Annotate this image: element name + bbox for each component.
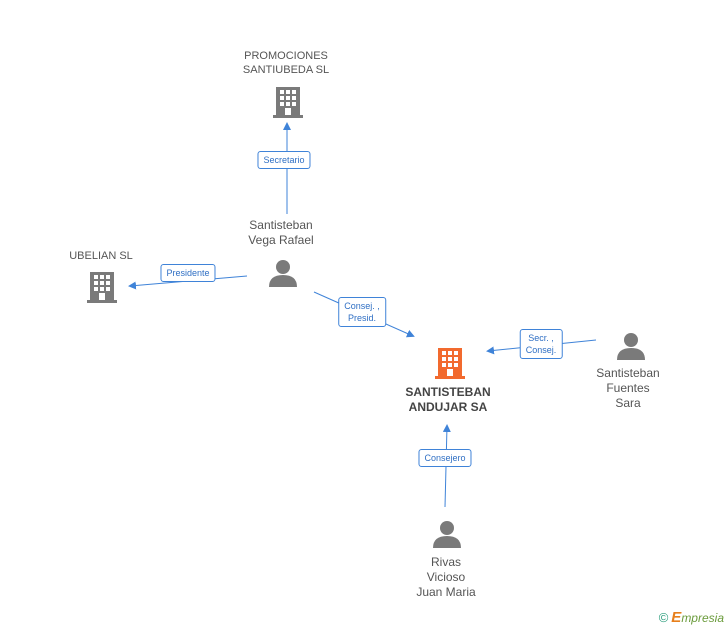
node-label-line: Juan Maria bbox=[416, 585, 476, 599]
brand-logo: Empresia bbox=[671, 609, 724, 626]
node-label-line: SANTISTEBAN bbox=[405, 385, 491, 399]
node-label-line: Vicioso bbox=[426, 570, 466, 584]
edge-label-line: Consej. bbox=[525, 345, 557, 355]
node-label-line: Fuentes bbox=[606, 381, 650, 395]
node-label-line: PROMOCIONES bbox=[244, 50, 328, 62]
brand-name: mpresia bbox=[681, 611, 724, 625]
brand-initial: E bbox=[671, 609, 682, 626]
edge-label-consejero[interactable]: Consejero bbox=[418, 449, 472, 467]
node-label-line: ANDUJAR SA bbox=[408, 400, 488, 414]
building-icon bbox=[87, 272, 117, 303]
edge-label-line: Consej. , bbox=[344, 301, 380, 311]
edge-label-secretario[interactable]: Secretario bbox=[257, 151, 311, 169]
node-label-line: Sara bbox=[615, 396, 641, 410]
node-label-line: Vega Rafael bbox=[248, 233, 314, 247]
node-label-line: Santisteban bbox=[249, 218, 313, 232]
building-icon bbox=[273, 85, 303, 118]
node-label-ubelian[interactable]: UBELIAN SL bbox=[69, 249, 133, 263]
edge-label-line: Secr. , bbox=[528, 333, 554, 343]
node-label-line: Santisteban bbox=[596, 366, 660, 380]
node-label-vega-rafael[interactable]: Santisteban Vega Rafael bbox=[248, 218, 313, 248]
node-label-rivas[interactable]: Rivas Vicioso Juan Maria bbox=[416, 555, 475, 600]
node-label-santisteban-andujar[interactable]: SANTISTEBAN ANDUJAR SA bbox=[405, 385, 490, 415]
edge-label-line: Consejero bbox=[424, 453, 466, 463]
edge-label-secr-consej[interactable]: Secr. , Consej. bbox=[519, 329, 563, 359]
edge-label-presidente[interactable]: Presidente bbox=[160, 264, 216, 282]
node-label-promociones[interactable]: PROMOCIONES SANTIUBEDA SL bbox=[243, 49, 329, 77]
copyright-icon: © bbox=[658, 610, 669, 625]
node-label-line: SANTIUBEDA SL bbox=[242, 64, 330, 76]
edge-label-line: Presidente bbox=[166, 268, 210, 278]
person-icon bbox=[617, 333, 645, 360]
person-icon bbox=[269, 260, 297, 287]
edge-label-line: Presid. bbox=[347, 313, 376, 323]
node-label-fuentes-sara[interactable]: Santisteban Fuentes Sara bbox=[596, 366, 659, 411]
edge-label-line: Secretario bbox=[263, 155, 305, 165]
node-label-line: UBELIAN SL bbox=[69, 250, 133, 262]
main-building-icon bbox=[435, 348, 465, 379]
footer-brand[interactable]: ©Empresia bbox=[659, 609, 724, 626]
person-icon bbox=[433, 521, 461, 548]
edge-label-consej-presid[interactable]: Consej. , Presid. bbox=[338, 297, 386, 327]
node-label-line: Rivas bbox=[430, 555, 461, 569]
